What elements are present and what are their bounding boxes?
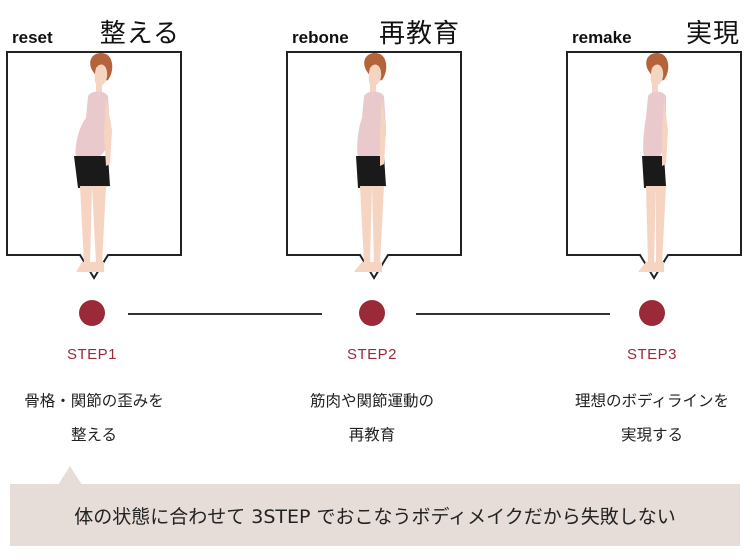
step-description-line: 骨格・関節の歪みを: [24, 392, 164, 410]
step-description-line: 整える: [70, 426, 118, 444]
step-description-line: 理想のボディラインを: [575, 392, 729, 410]
woman-figure-illustration: [638, 52, 669, 272]
timeline-connector: [128, 313, 322, 315]
step-description-line: 筋肉や関節運動の: [309, 392, 434, 410]
woman-figure-illustration: [74, 52, 113, 272]
panel-title-en: rebone: [292, 28, 349, 47]
speech-frame: [286, 51, 462, 280]
speech-frame: [566, 51, 742, 280]
step-description: 骨格・関節の歪みを 整える: [0, 384, 209, 452]
step-marker-1: [79, 300, 105, 326]
step-label: STEP2: [346, 346, 398, 363]
panel-title-en: remake: [572, 28, 632, 47]
panel-heading: reset 整える: [6, 18, 182, 50]
step-panel-rebone: rebone 再教育: [286, 0, 462, 300]
timeline-connector: [416, 313, 610, 315]
step-description: 筋肉や関節運動の 再教育: [257, 384, 487, 452]
step-description: 理想のボディラインを 実現する: [537, 384, 750, 452]
step-label: STEP3: [626, 346, 678, 363]
step-label: STEP1: [66, 346, 118, 363]
panel-heading: remake 実現: [566, 18, 742, 50]
panel-title-jp: 実現: [685, 19, 740, 49]
step-marker-3: [639, 300, 665, 326]
summary-banner: 体の状態に合わせて 3STEP でおこなうボディメイクだから失敗しない: [10, 484, 740, 546]
banner-text: 体の状態に合わせて 3STEP でおこなうボディメイクだから失敗しない: [74, 505, 676, 528]
panel-title-en: reset: [12, 28, 53, 47]
step-description-line: 再教育: [348, 426, 396, 444]
step-panel-reset: reset 整える: [6, 0, 182, 300]
step-panel-remake: remake 実現: [566, 0, 742, 300]
panel-title-jp: 再教育: [378, 19, 460, 49]
panel-title-jp: 整える: [99, 19, 180, 49]
speech-frame: [6, 51, 182, 280]
woman-figure-illustration: [354, 52, 387, 272]
banner-pointer: [58, 466, 82, 485]
panel-heading: rebone 再教育: [286, 18, 462, 50]
step-description-line: 実現する: [620, 426, 683, 444]
step-marker-2: [359, 300, 385, 326]
